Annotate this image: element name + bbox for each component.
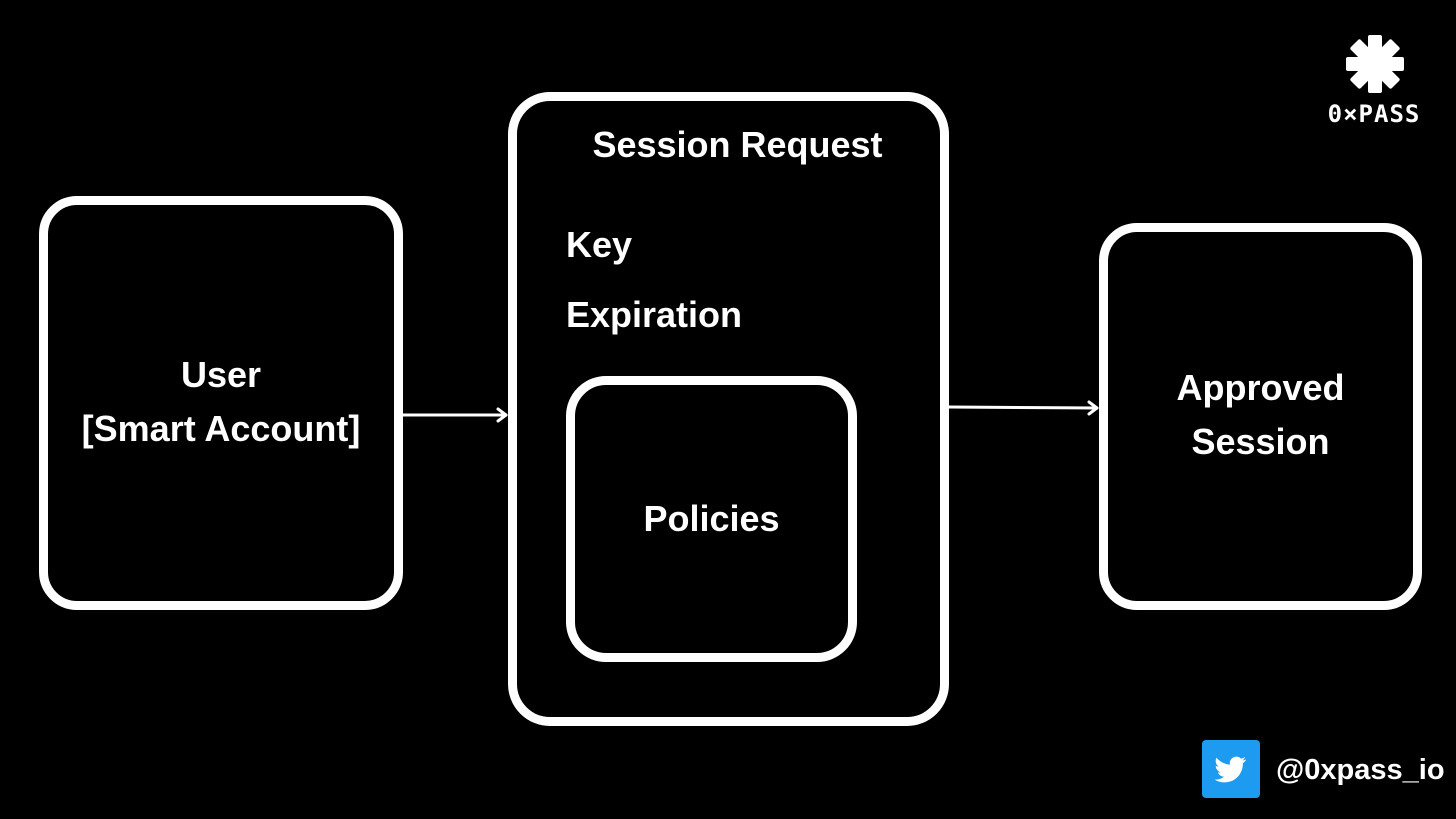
user-label-line1: User [180,354,262,395]
policies-label: Policies [643,498,780,539]
approved-session-label: Approved Session [1108,361,1413,469]
approved-session-box [1099,223,1422,610]
session-request-title: Session Request [592,124,883,165]
key-field-label: Key [566,224,633,265]
twitter-icon[interactable] [1202,740,1260,798]
arrow-session-to-approved [947,400,1099,416]
arrow-user-to-session [401,407,508,423]
approved-label-line1: Approved [1176,367,1345,408]
policies-box [566,376,857,662]
user-smart-account-box [39,196,403,610]
user-label-line2: [Smart Account] [81,408,361,449]
expiration-field-label: Expiration [566,294,743,335]
user-box-label: User [Smart Account] [48,348,394,456]
approved-label-line2: Session [1191,421,1330,462]
twitter-handle-text[interactable]: @0xpass_io [1276,754,1445,786]
oxpass-logo-text: 0×PASS [1327,100,1421,128]
oxpass-asterisk-logo-icon [1346,35,1404,93]
